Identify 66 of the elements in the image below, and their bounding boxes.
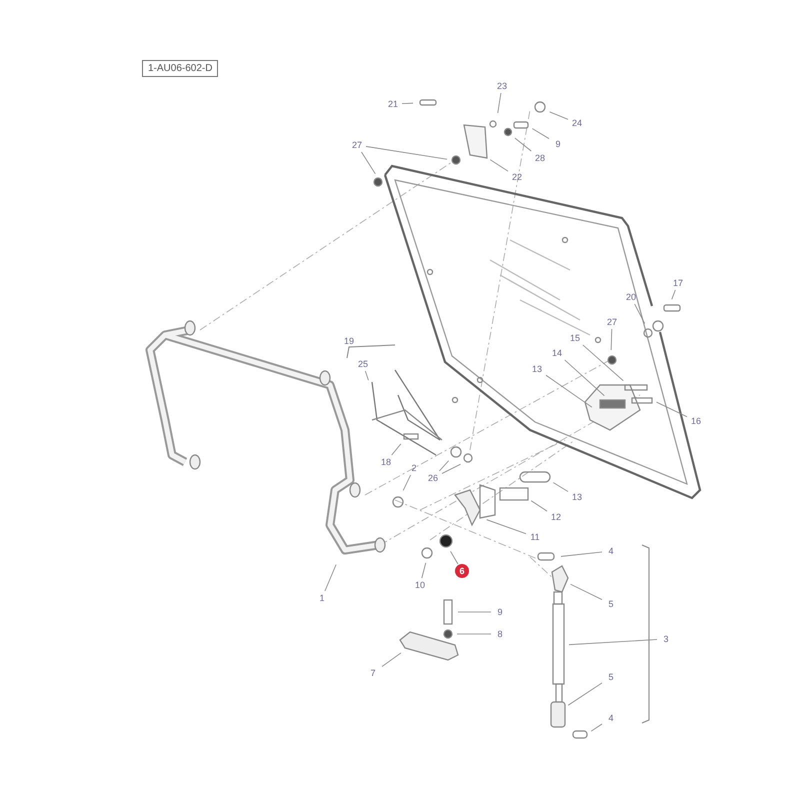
callout-number: 4 [602, 544, 620, 558]
leader-line [568, 682, 602, 706]
leader-line [450, 550, 458, 564]
callout-number: 12 [547, 510, 565, 524]
callout-number: 19 [344, 336, 354, 346]
callout-number: 3 [657, 632, 675, 646]
leader-line [364, 370, 369, 381]
callout-number: 17 [669, 276, 687, 290]
callout-number: 10 [411, 578, 429, 592]
leader-line [560, 552, 602, 557]
callout-number: 1 [313, 591, 331, 605]
callout-number: 4 [602, 711, 620, 725]
leader-line [582, 344, 624, 382]
callout-number: 20 [622, 290, 640, 304]
callout-number: 11 [526, 530, 544, 544]
callout-number: 8 [491, 627, 509, 641]
leader-line [656, 402, 688, 418]
leader-line [552, 482, 568, 492]
leader-line [564, 360, 605, 396]
callout-number: 5 [602, 670, 620, 684]
callout-number: 18 [377, 455, 395, 469]
leader-line [442, 464, 461, 474]
callout-number: 25 [354, 357, 372, 371]
leader-line [382, 652, 402, 667]
leader-line [366, 146, 448, 160]
leader-line [530, 500, 548, 512]
leader-line [570, 584, 602, 600]
callout-number: 26 [424, 471, 442, 485]
leader-line [590, 724, 602, 732]
leader-line [610, 328, 612, 350]
callout-number: 27 [603, 315, 621, 329]
leader-line [361, 152, 376, 174]
leader-line [402, 474, 412, 491]
leader-line [634, 304, 646, 324]
leader-line [490, 159, 508, 172]
leader-line [532, 128, 550, 139]
leader-line [421, 562, 426, 578]
callout-number: 15 [566, 331, 584, 345]
callout-number: 24 [568, 116, 586, 130]
leader-line [568, 639, 658, 646]
callout-number: 27 [348, 138, 366, 152]
leader-line [402, 102, 414, 104]
leader-line [438, 460, 450, 472]
callout-number: 2 [405, 461, 423, 475]
callout-number: 9 [491, 605, 509, 619]
callout-number: 23 [493, 79, 511, 93]
callout-number: 16 [687, 414, 705, 428]
callout-number: 5 [602, 597, 620, 611]
leader-line [324, 564, 336, 592]
callout-number: 9 [549, 137, 567, 151]
callout-number: 7 [364, 666, 382, 680]
leader-line [514, 138, 532, 152]
leader-line [671, 290, 676, 300]
callout-number: 21 [384, 97, 402, 111]
callout-number: 28 [531, 151, 549, 165]
leader-line [549, 111, 568, 120]
leader-line [486, 519, 526, 534]
leader-line [546, 374, 592, 408]
callout-number: 13 [568, 490, 586, 504]
reference-code: 1-AU06-602-D [142, 60, 218, 76]
leader-line [497, 92, 502, 114]
callout-number: 22 [508, 170, 526, 184]
leader-line [391, 443, 402, 456]
callout-number: 14 [548, 346, 566, 360]
callout-number: 13 [528, 362, 546, 376]
callout-number: 6 [455, 564, 469, 578]
